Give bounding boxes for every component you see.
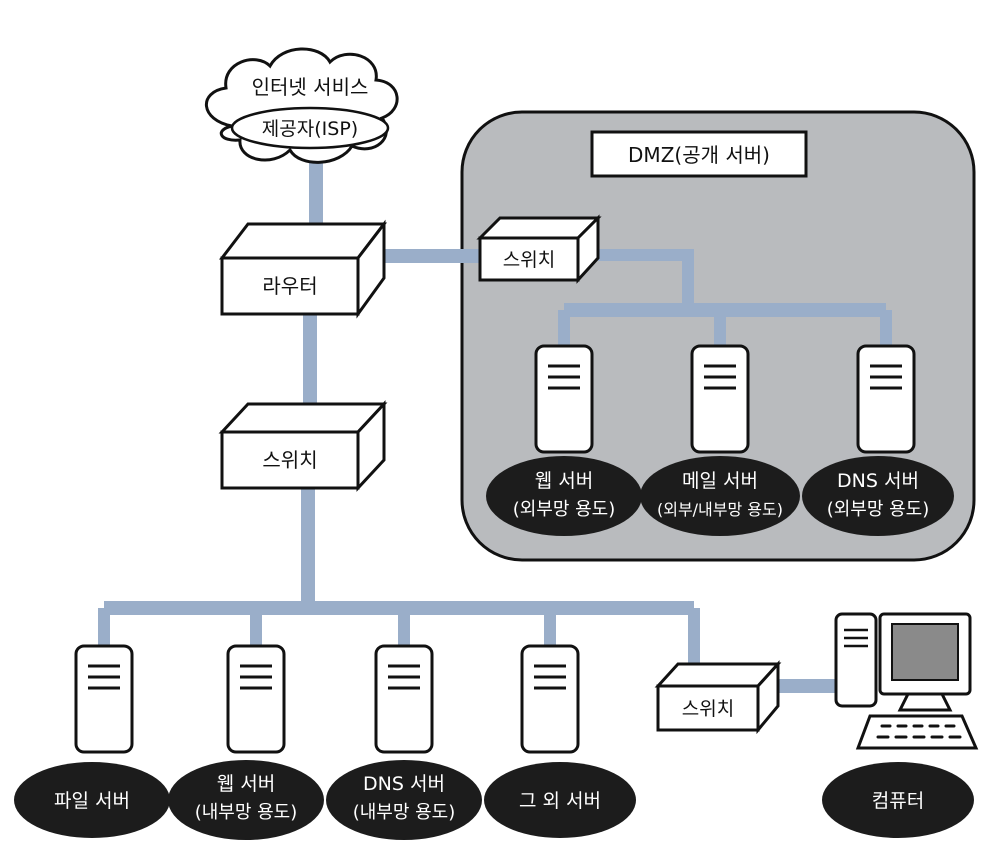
computer: 컴퓨터 [822, 612, 979, 838]
server-icon [74, 644, 134, 754]
dmz-server-2: 메일 서버 (외부/내부망 용도) [640, 344, 800, 536]
server-icon [520, 644, 580, 754]
cables [98, 160, 892, 693]
internal-server-2: 웹 서버 (내부망 용도) [168, 644, 324, 840]
server-label-pill [802, 456, 954, 536]
server-label-line2: (외부/내부망 용도) [657, 500, 783, 519]
computer-tower-icon [834, 612, 878, 708]
switch-pc: 스위치 [654, 660, 782, 735]
server-label-line1: DNS 서버 [363, 773, 445, 795]
switch-dmz: 스위치 [476, 214, 602, 284]
computer-label: 컴퓨터 [872, 790, 924, 812]
server-label-pill [168, 760, 324, 840]
dmz-server-3: DNS 서버 (외부망 용도) [802, 344, 954, 536]
router-label: 라우터 [262, 274, 317, 298]
server-label-line2: (외부망 용도) [827, 499, 930, 520]
computer-screen [891, 623, 959, 681]
switch-main: 스위치 [218, 400, 388, 492]
isp-label-oval [230, 106, 390, 150]
computer-label-pill [822, 762, 974, 838]
server-label-line2: (내부망 용도) [353, 802, 456, 823]
server-icon [226, 644, 286, 754]
server-label-line2: (내부망 용도) [195, 802, 298, 823]
server-label-pill [640, 456, 800, 536]
isp-cloud: 인터넷 서비스 제공자(ISP) [205, 47, 399, 164]
switch-pc-label: 스위치 [682, 698, 734, 720]
server-icon [534, 344, 594, 454]
router: 라우터 [218, 219, 388, 319]
server-icon [856, 344, 916, 454]
internal-server-3: DNS 서버 (내부망 용도) [326, 644, 482, 840]
server-label-line1: 웹 서버 [535, 470, 593, 492]
server-label-pill [326, 760, 482, 840]
internal-server-1: 파일 서버 [14, 644, 170, 838]
cable-dmz-switch-bus [598, 249, 694, 310]
internal-server-4: 그 외 서버 [484, 644, 636, 838]
switch-main-label: 스위치 [262, 448, 317, 472]
server-label-line1: DNS 서버 [837, 470, 919, 492]
isp-label-line2: 제공자(ISP) [262, 118, 358, 140]
server-label-pill [484, 762, 636, 838]
switch-dmz-label: 스위치 [503, 249, 555, 271]
server-label-line2: (외부망 용도) [513, 499, 616, 520]
server-label-pill [486, 456, 642, 536]
server-label-line1: 그 외 서버 [519, 790, 601, 812]
dmz-server-1: 웹 서버 (외부망 용도) [486, 344, 642, 536]
computer-keyboard-icon [855, 714, 979, 750]
server-label-line1: 웹 서버 [217, 773, 275, 795]
server-label-line1: 파일 서버 [54, 790, 130, 812]
server-icon [374, 644, 434, 754]
isp-label-line1: 인터넷 서비스 [252, 75, 369, 99]
server-label-pill [14, 762, 170, 838]
server-label-line1: 메일 서버 [682, 470, 758, 492]
server-icon [690, 344, 750, 454]
dmz-title-box: DMZ(공개 서버) [590, 130, 808, 178]
dmz-title: DMZ(공개 서버) [628, 143, 770, 167]
